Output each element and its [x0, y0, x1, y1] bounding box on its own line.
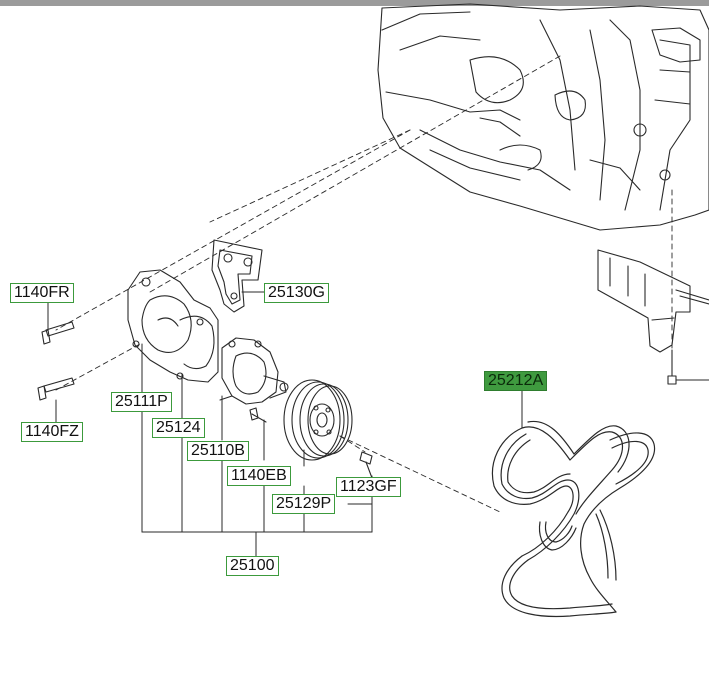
assembly-center-lines [55, 55, 673, 513]
bracket-bolt [667, 349, 709, 385]
part-label-1140FZ[interactable]: 1140FZ [21, 422, 83, 442]
part-label-25110B[interactable]: 25110B [187, 441, 249, 461]
water-pump-housing [127, 269, 219, 383]
part-label-25130G[interactable]: 25130G [264, 283, 329, 303]
drive-belt [491, 420, 656, 618]
part-label-25212A[interactable]: 25212A [484, 371, 548, 391]
housing-bolt-lower [37, 377, 75, 401]
engine-mounting-bracket [597, 249, 709, 353]
engine-block [377, 3, 709, 231]
pulley-bolt [359, 451, 373, 479]
water-pump-gasket [211, 239, 263, 313]
part-label-25111P[interactable]: 25111P [111, 392, 172, 412]
part-label-1140EB[interactable]: 1140EB [227, 466, 291, 486]
part-label-25129P[interactable]: 25129P [272, 494, 336, 514]
part-label-1123GF[interactable]: 1123GF [336, 477, 401, 497]
water-pump-pulley [283, 379, 353, 461]
leader-lines [47, 291, 523, 557]
part-label-25124[interactable]: 25124 [152, 418, 205, 438]
housing-bolt-upper [41, 321, 75, 345]
part-label-1140FR[interactable]: 1140FR [10, 283, 74, 303]
water-pump-body [219, 337, 289, 405]
part-label-25100[interactable]: 25100 [226, 556, 279, 576]
window-top-border [0, 0, 709, 6]
